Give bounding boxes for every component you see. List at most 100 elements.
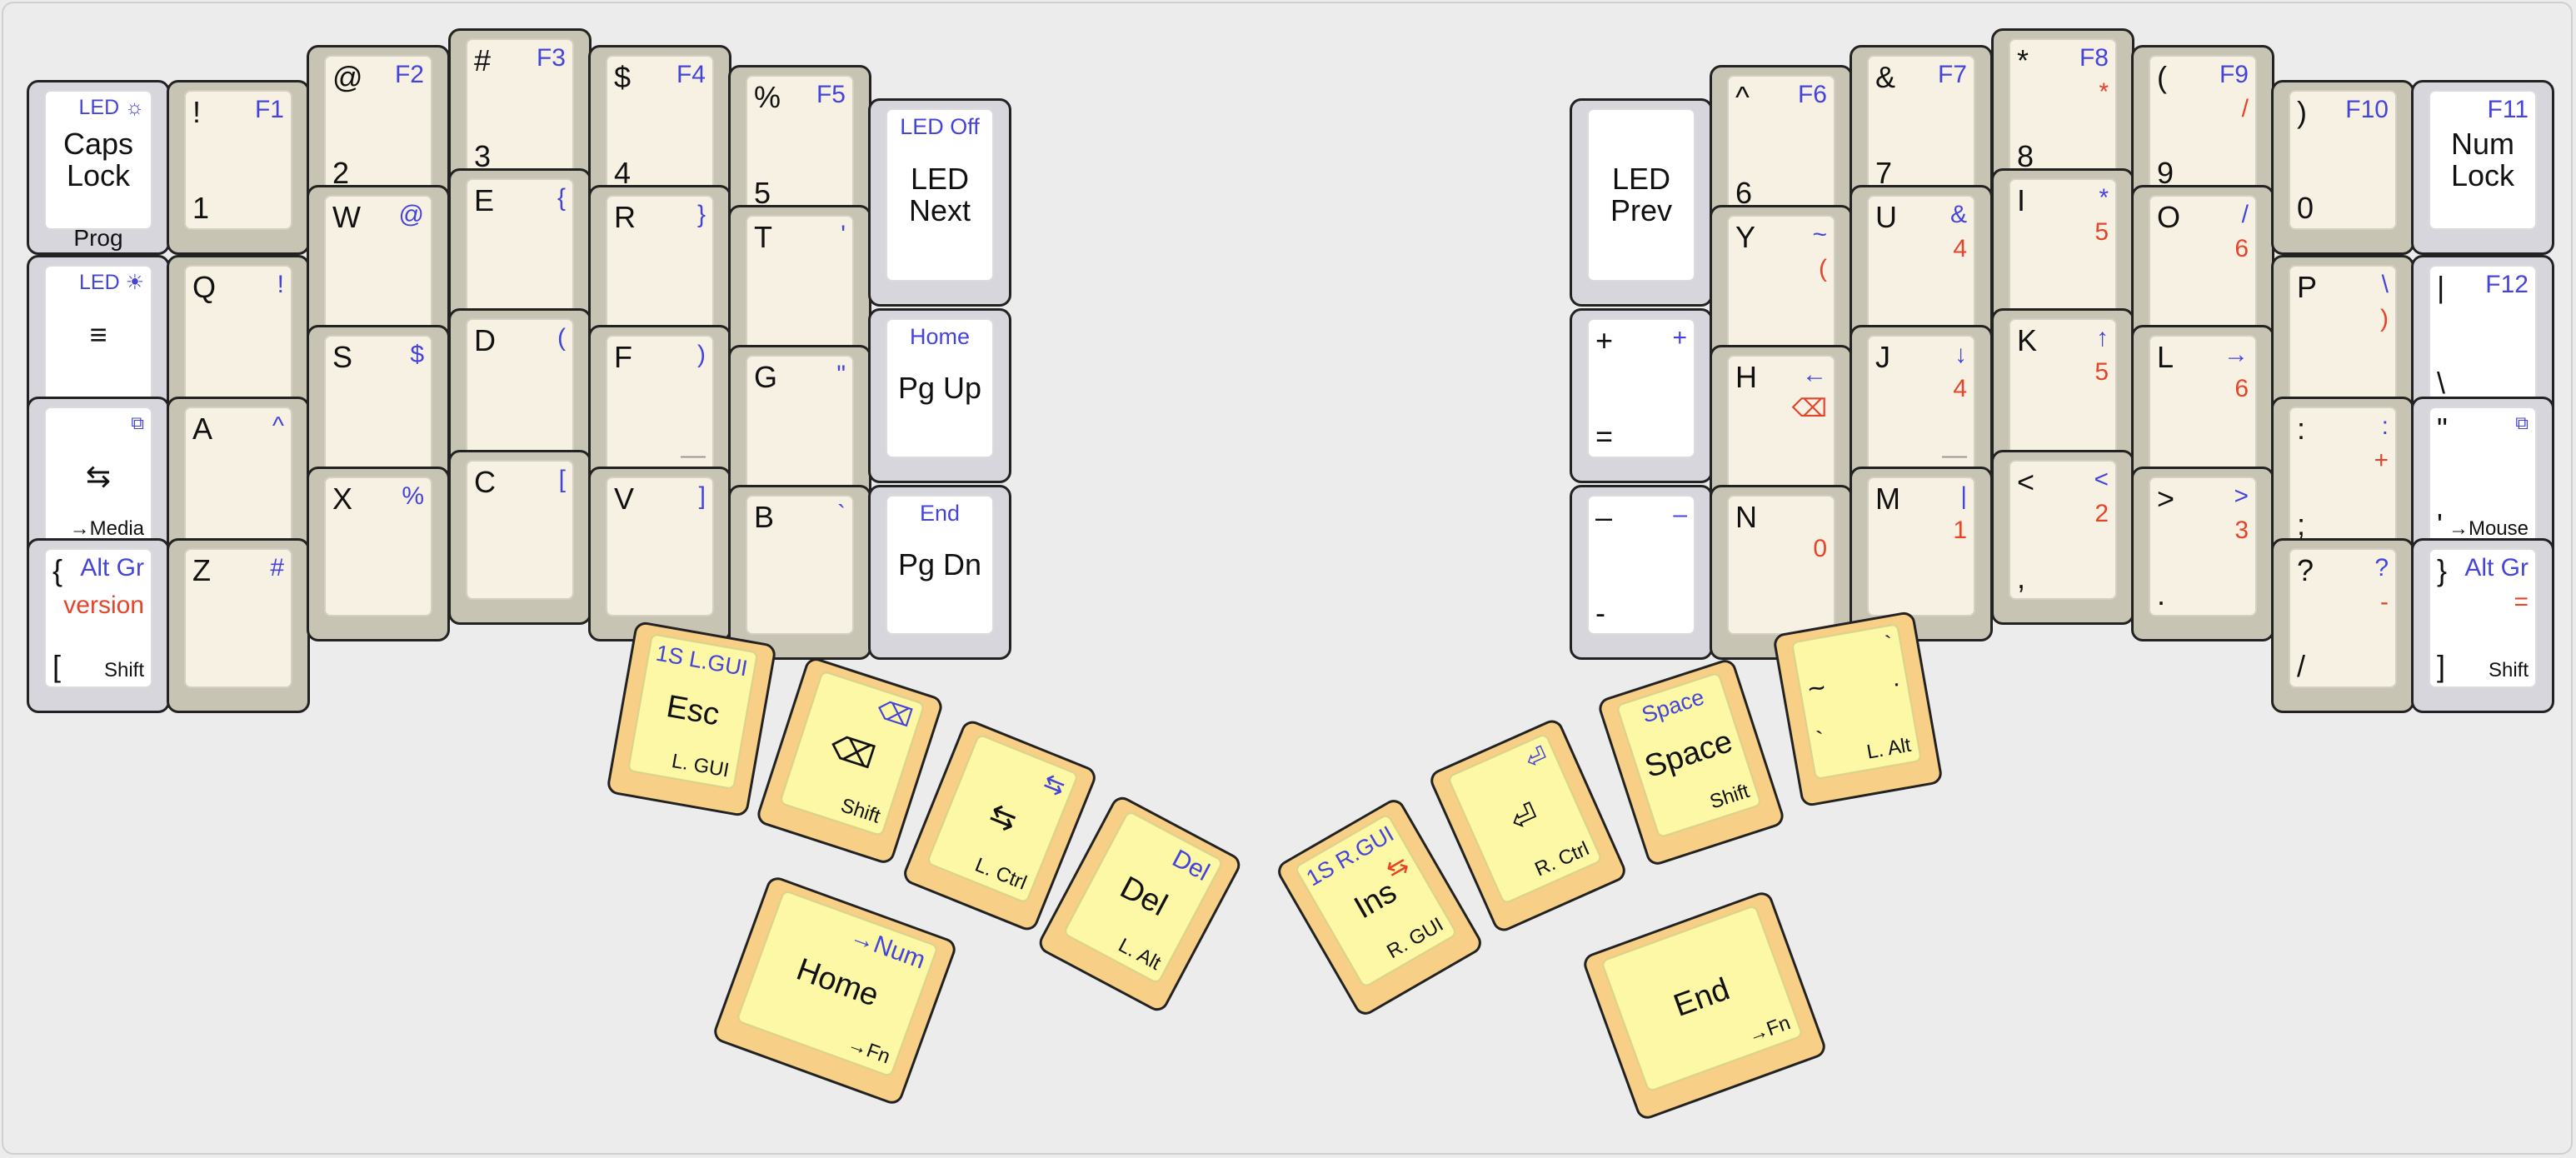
legend-top-left: J [1875, 340, 1890, 374]
legend-top-right: @ [398, 201, 424, 228]
legend-top-left: K [2017, 323, 2038, 357]
keycap-face: O/6 [2149, 195, 2257, 335]
keycap-face: G" [746, 355, 854, 495]
key-period-key: >.>3 [2131, 467, 2274, 641]
keycap-face: –-– [1587, 495, 1695, 635]
legend-bottom-left: 2 [332, 156, 350, 190]
legend-bottom-left: / [2297, 649, 2306, 683]
keycap-face: F)— [606, 335, 714, 475]
legend-top-right: F12 [2485, 271, 2529, 298]
legend-top-right: + [1672, 324, 1687, 352]
legend-bottom-left: 7 [1875, 156, 1893, 190]
legend-middle-right: - [2380, 588, 2389, 616]
legend-top-left: X [332, 482, 353, 516]
legend-bottom-left: [ [52, 649, 62, 683]
legend-middle-right: 6 [2234, 235, 2249, 262]
legend-top-right: ⧉ [2515, 412, 2529, 433]
keycap-face: }]Alt Gr=Shift [2429, 548, 2537, 688]
legend-top-left: > [2157, 482, 2175, 516]
legend-middle-right: 5 [2094, 218, 2109, 246]
legend-top-left: C [474, 465, 496, 499]
legend-middle-right: 2 [2094, 500, 2109, 527]
legend-top-right: Del [1167, 844, 1214, 887]
legend-middle-right: = [2514, 588, 2529, 616]
led-prev-key: LED Prev [1570, 98, 1713, 307]
legend-bottom-left: 8 [2017, 139, 2034, 173]
legend-bottom-label: →Mouse [2448, 517, 2529, 540]
legend-top-left: ~ [1805, 669, 1829, 706]
legend-top-left: @ [332, 60, 363, 94]
key-minus-key: –-– [1570, 485, 1713, 660]
legend-top-right: F6 [1797, 81, 1827, 108]
legend-center: LED Next [908, 162, 971, 227]
legend-top-left: ( [2157, 60, 2167, 94]
thumb-end-key: End→Fn [1580, 889, 1829, 1122]
legend-top-right: ( [557, 324, 566, 352]
legend-bottom-label: Shift [103, 659, 144, 681]
legend-top-left: ! [192, 95, 202, 129]
legend-bottom-label: L. Ctrl [971, 853, 1031, 895]
legend-top-right: { [557, 184, 566, 212]
legend-top-right: [ [558, 466, 566, 493]
legend-top-center: Space [1639, 684, 1708, 728]
keycap-face: LED Prev [1587, 108, 1695, 282]
legend-bottom-left: 6 [1735, 176, 1753, 210]
legend-top-left: U [1875, 200, 1897, 234]
page-down-key: End Pg Dn [868, 485, 1011, 660]
legend-top-right: – [1673, 501, 1687, 528]
legend-top-left: L [2157, 340, 2174, 374]
legend-top-left: S [332, 340, 353, 374]
legend-top-left: } [2437, 553, 2448, 587]
legend-top-right: < [2094, 466, 2109, 493]
legend-center: Caps Lock [62, 127, 134, 192]
legend-top-right: →Num [846, 921, 930, 975]
legend-top-center: Home [909, 324, 971, 349]
legend-top-right: F5 [816, 81, 846, 108]
legend-top-right: LED ☀ [79, 271, 144, 294]
legend-top-right: F3 [536, 44, 566, 72]
legend-middle-right: . [1890, 664, 1902, 693]
keycap-face: End Pg Dn [886, 495, 994, 635]
right-shift-key: }]Alt Gr=Shift [2411, 538, 2554, 713]
key-slash-key: ?/?- [2271, 538, 2414, 713]
legend-bottom-left: ' [2437, 507, 2443, 542]
thumb-backspace-key: ⌫⌫Shift [754, 655, 946, 866]
legend-top-center: LED Off [900, 114, 980, 139]
legend-top-center: End [919, 501, 961, 526]
legend-bottom-right: — [681, 442, 706, 469]
legend-top-right: F2 [394, 61, 424, 88]
legend-top-right: | [1960, 482, 1967, 510]
legend-middle-right: + [2374, 447, 2389, 474]
keycap-face: ⌫⌫Shift [779, 670, 926, 837]
keycap-face: I*5 [2009, 178, 2117, 318]
legend-top-right: / [2241, 201, 2249, 228]
legend-bottom-left: . [2157, 577, 2166, 611]
legend-top-left: I [2017, 183, 2026, 217]
legend-top-right: ~ [1812, 221, 1827, 248]
keycap-face: M|1 [1867, 477, 1975, 616]
legend-top-left: Q [192, 270, 217, 304]
legend-top-center: 1S L.GUI [654, 640, 750, 681]
legend-top-center-alt: version [63, 591, 144, 619]
legend-top-right: ` [837, 501, 846, 528]
key-c-key: C[ [448, 450, 592, 625]
legend-middle-right: / [2241, 95, 2249, 122]
legend-top-right: : [2381, 412, 2389, 440]
legend-top-right: F4 [676, 61, 706, 88]
legend-center: Pg Dn [897, 547, 982, 582]
